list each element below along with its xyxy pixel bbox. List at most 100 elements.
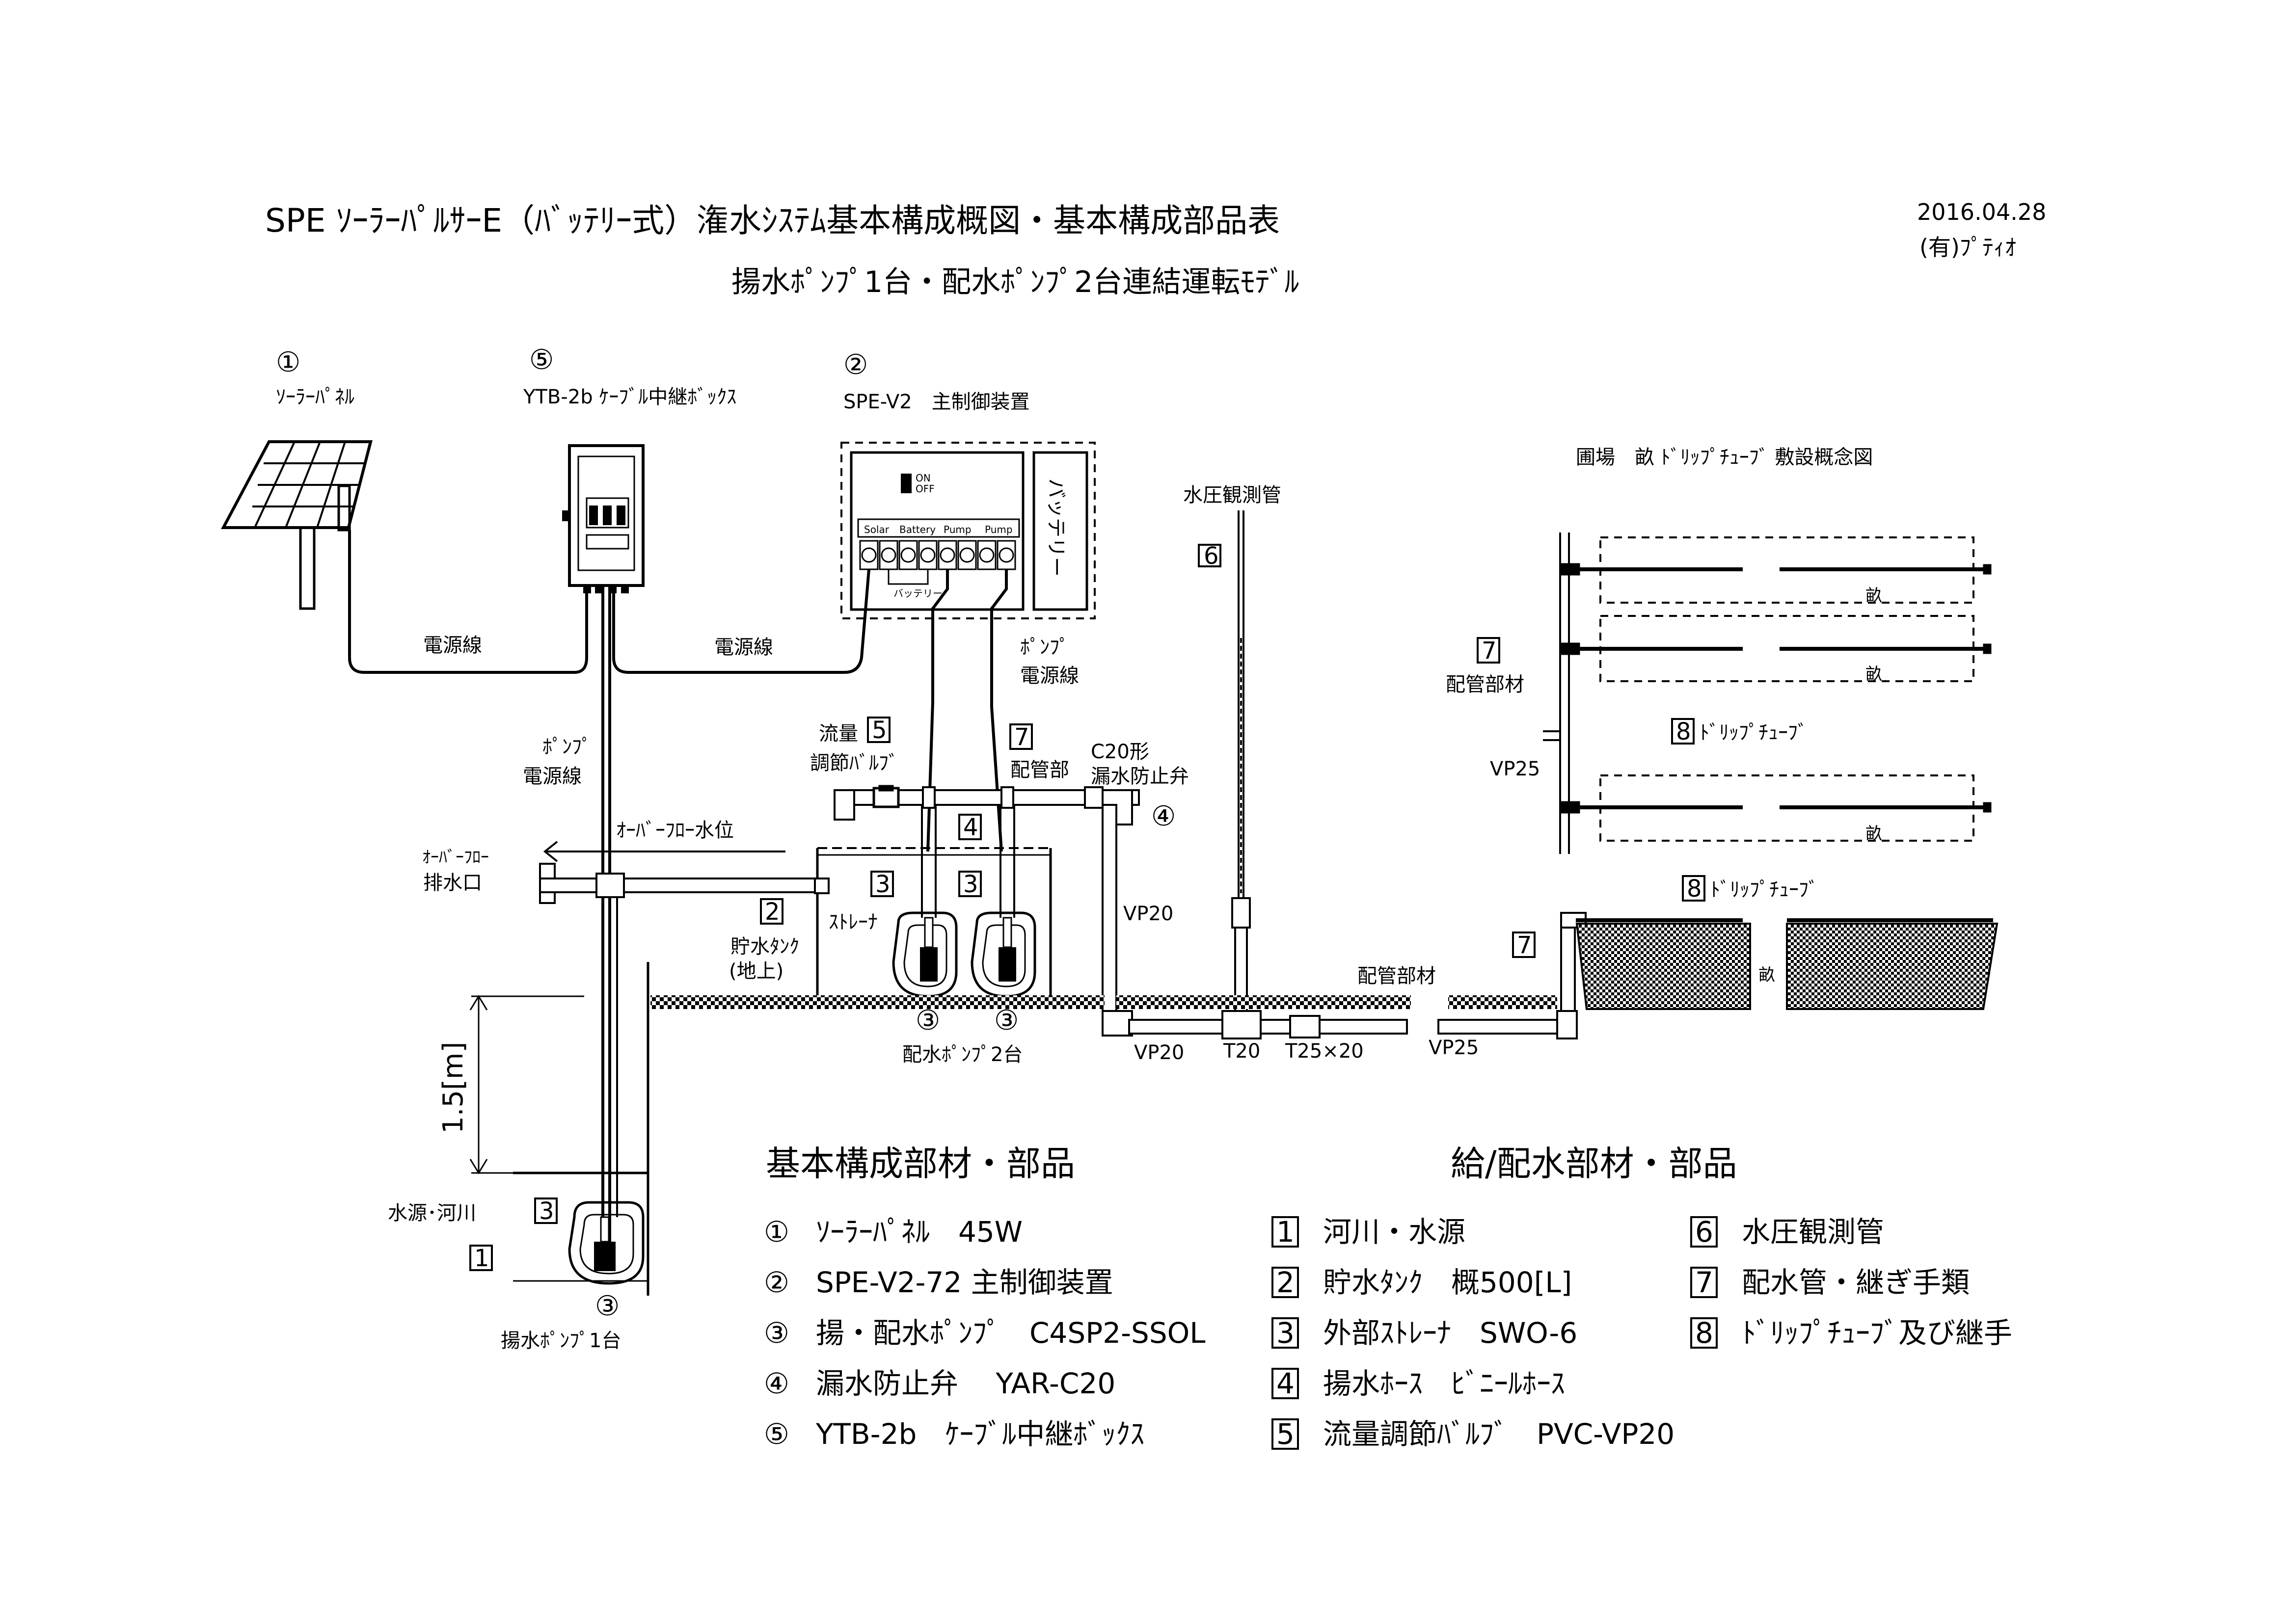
pump-circle-1: ③	[916, 1005, 940, 1037]
svg-text:5: 5	[1276, 1417, 1295, 1451]
field-layout	[1543, 532, 1992, 854]
svg-text:8: 8	[1695, 1316, 1713, 1350]
pump-power-right-2: 電源線	[1020, 665, 1079, 687]
overflow-drain-label-1: ｵｰﾊﾞｰﾌﾛｰ	[422, 848, 489, 867]
relay-box-icon	[562, 444, 645, 593]
company: (有)ﾌﾟﾃｨｵ	[1919, 234, 2016, 261]
parts-heading-basic: 基本構成部材・部品	[766, 1144, 1075, 1184]
pressure-tube-label: 水圧観測管	[1183, 484, 1281, 506]
supply-parts-list-b: 6 水圧観測管 7 配水管・継ぎ手類 8 ﾄﾞﾘｯﾌﾟﾁｭｰﾌﾞ及び継手	[1690, 1215, 2012, 1350]
strainer-label: ｽﾄﾚｰﾅ	[829, 911, 878, 933]
supply-parts-list-a: 1 河川・水源 2 貯水ﾀﾝｸ 概500[L] 3 外部ｽﾄﾚｰﾅ SWO-6 …	[1271, 1215, 1675, 1451]
svg-text:OFF: OFF	[916, 483, 935, 495]
controller-icon: ON OFF Solar Battery Pump Pump バッテリー バッテ…	[840, 442, 1096, 619]
svg-text:②: ②	[764, 1266, 789, 1299]
date: 2016.04.28	[1917, 199, 2046, 225]
svg-text:SPE-V2-72 主制御装置: SPE-V2-72 主制御装置	[816, 1266, 1113, 1299]
drip-tube-number-1: 8	[1676, 718, 1691, 745]
drip-tube-number-2: 8	[1687, 875, 1702, 903]
lift-pump	[568, 1201, 645, 1285]
svg-text:YTB-2b ｹｰﾌﾞﾙ中継ﾎﾞｯｸｽ: YTB-2b ｹｰﾌﾞﾙ中継ﾎﾞｯｸｽ	[815, 1417, 1144, 1451]
panel-label: ｿｰﾗｰﾊﾟﾈﾙ	[276, 386, 354, 408]
pipe-parts-label: 配管部	[1010, 759, 1069, 781]
svg-text:6: 6	[1695, 1215, 1713, 1249]
t25-label: T25×20	[1285, 1040, 1364, 1063]
water-source-number: 1	[474, 1245, 489, 1272]
furrow-label-4: 畝	[1758, 965, 1775, 985]
ground-section-2	[1116, 995, 1411, 1009]
furrow-label-1: 畝	[1865, 586, 1882, 606]
drip-tube-label-1: ﾄﾞﾘｯﾌﾟﾁｭｰﾌﾞ	[1700, 721, 1808, 744]
svg-text:3: 3	[1276, 1316, 1295, 1350]
controller-number: ②	[843, 349, 868, 381]
svg-text:①: ①	[764, 1215, 789, 1249]
tank-number: 2	[765, 898, 780, 926]
tank-label-1: 貯水ﾀﾝｸ	[730, 935, 799, 958]
pipe-parts-4-number: 7	[1517, 931, 1532, 959]
strainer-number-2: 3	[963, 871, 978, 898]
svg-text:③: ③	[764, 1316, 789, 1350]
tank-label-2: (地上)	[729, 960, 783, 983]
pump-power-left-1: ﾎﾟﾝﾌﾟ	[542, 736, 592, 758]
svg-text:揚水ﾎｰｽ ﾋﾞﾆｰﾙﾎｰｽ: 揚水ﾎｰｽ ﾋﾞﾆｰﾙﾎｰｽ	[1323, 1367, 1565, 1400]
vp25-label-a: VP25	[1429, 1037, 1479, 1059]
svg-text:⑤: ⑤	[764, 1417, 789, 1451]
water-source-label: 水源･河川	[388, 1202, 476, 1224]
furrow-label-2: 畝	[1865, 665, 1882, 684]
svg-text:漏水防止弁 YAR-C20: 漏水防止弁 YAR-C20	[816, 1367, 1115, 1400]
flow-valve-number: 5	[872, 717, 887, 744]
svg-text:Pump: Pump	[985, 524, 1013, 535]
svg-text:Pump: Pump	[944, 524, 972, 535]
well-strainer-number: 3	[539, 1197, 554, 1225]
ground-section-3	[1448, 995, 1557, 1009]
distribution-pump-1	[892, 911, 958, 998]
svg-text:ｿｰﾗｰﾊﾟﾈﾙ 45W: ｿｰﾗｰﾊﾟﾈﾙ 45W	[816, 1215, 1023, 1249]
panel-number: ①	[276, 346, 300, 378]
storage-tank	[816, 847, 1052, 1001]
distribution-pump-2	[971, 911, 1036, 998]
relay-label: YTB-2b ｹｰﾌﾞﾙ中継ﾎﾞｯｸｽ	[523, 386, 736, 408]
power-line-label-1: 電源線	[423, 634, 482, 657]
controller-label: SPE-V2 主制御装置	[843, 391, 1030, 413]
svg-text:外部ｽﾄﾚｰﾅ SWO-6: 外部ｽﾄﾚｰﾅ SWO-6	[1323, 1316, 1577, 1350]
svg-text:ON: ON	[916, 472, 931, 484]
depth-label: 1.5[m]	[437, 1042, 469, 1134]
power-line-label-2: 電源線	[714, 636, 773, 659]
ground-section-1	[650, 995, 1099, 1009]
svg-text:揚・配水ﾎﾟﾝﾌﾟ C4SP2-SSOL: 揚・配水ﾎﾟﾝﾌﾟ C4SP2-SSOL	[816, 1316, 1206, 1350]
strainer-number-1: 3	[875, 871, 891, 898]
pipe-parts-label-3: 配管部材	[1446, 673, 1524, 696]
c20-number: ④	[1151, 800, 1176, 832]
svg-text:1: 1	[1276, 1215, 1295, 1249]
battery-label: バッテリー	[1045, 479, 1067, 577]
svg-text:2: 2	[1276, 1266, 1295, 1299]
furrow-mound-2	[1786, 923, 1999, 1010]
basic-parts-list: ① ｿｰﾗｰﾊﾟﾈﾙ 45W ② SPE-V2-72 主制御装置 ③ 揚・配水ﾎ…	[764, 1215, 1206, 1451]
relay-number: ⑤	[529, 344, 554, 376]
svg-text:ﾄﾞﾘｯﾌﾟﾁｭｰﾌﾞ及び継手: ﾄﾞﾘｯﾌﾟﾁｭｰﾌﾞ及び継手	[1742, 1316, 2012, 1350]
t20-label: T20	[1223, 1040, 1260, 1063]
pump-circle-2: ③	[994, 1005, 1019, 1037]
vp20-label-a: VP20	[1123, 903, 1173, 925]
lift-pump-label: 揚水ﾎﾟﾝﾌﾟ1台	[501, 1330, 621, 1352]
drip-tube-label-2: ﾄﾞﾘｯﾌﾟﾁｭｰﾌﾞ	[1710, 878, 1818, 901]
svg-text:7: 7	[1695, 1266, 1713, 1299]
c20-label-1: C20形	[1091, 741, 1149, 763]
hose-number: 4	[963, 814, 978, 841]
pressure-tube-number: 6	[1204, 542, 1219, 570]
lift-pump-circle: ③	[595, 1290, 620, 1322]
c20-label-2: 漏水防止弁	[1091, 765, 1189, 788]
svg-text:④: ④	[764, 1367, 789, 1400]
sub-title: 揚水ﾎﾟﾝﾌﾟ1台・配水ﾎﾟﾝﾌﾟ2台連結運転ﾓﾃﾞﾙ	[731, 265, 1299, 299]
overflow-drain-label-2: 排水口	[423, 872, 482, 894]
furrow-mound-1	[1575, 923, 1751, 1010]
pressure-tube	[1231, 510, 1251, 1017]
field-title: 圃場 畝 ﾄﾞﾘｯﾌﾟﾁｭｰﾌﾞ 敷設概念図	[1576, 446, 1873, 469]
overflow-level-label: ｵｰﾊﾞｰﾌﾛｰ水位	[616, 819, 734, 842]
overflow-and-well-piping	[469, 841, 830, 1296]
pipe-parts-3-number: 7	[1482, 637, 1497, 665]
distribution-pumps-label: 配水ﾎﾟﾝﾌﾟ2台	[902, 1043, 1023, 1066]
solar-panel-icon	[221, 440, 373, 610]
flow-valve-label-1: 流量	[819, 722, 858, 745]
